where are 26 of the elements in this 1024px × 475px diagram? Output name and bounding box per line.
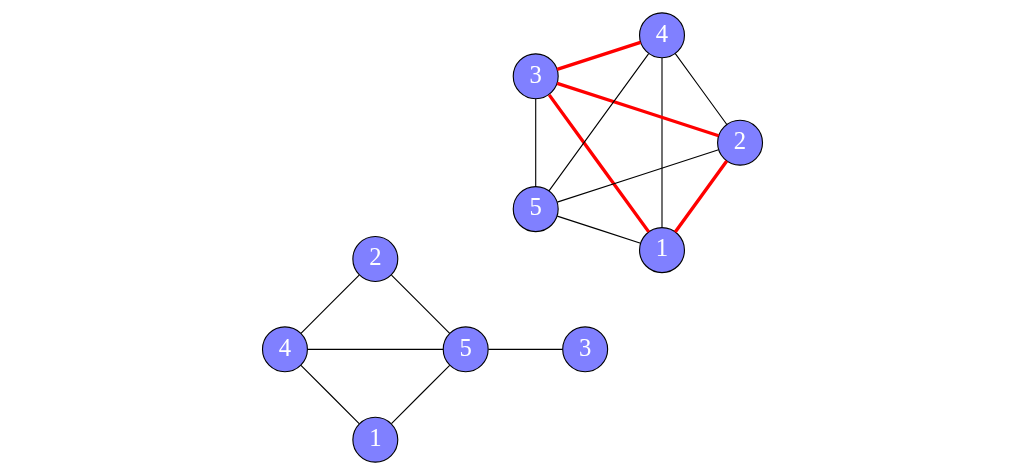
connector [660,57,663,229]
connector [299,364,360,425]
node-circle: 1 [351,416,398,463]
connector [556,149,719,203]
node-circle: 5 [442,326,489,373]
connector [674,53,727,126]
node-circle: 2 [351,235,398,282]
node-circle: 1 [638,227,685,274]
connector [306,348,444,350]
node-circle: 3 [561,326,608,373]
connector [534,98,536,188]
connector [673,160,728,233]
connector [547,93,650,233]
connector [556,81,719,138]
node-circle: 2 [716,119,763,166]
connector [556,215,641,244]
node-circle: 5 [512,186,559,233]
connector [299,274,360,334]
node-circle: 3 [512,53,559,100]
connector [547,53,649,192]
connector [390,274,450,334]
connector [556,40,641,71]
connector [390,364,450,425]
node-circle: 4 [261,326,308,373]
connector [487,348,563,350]
node-circle: 4 [638,12,685,59]
